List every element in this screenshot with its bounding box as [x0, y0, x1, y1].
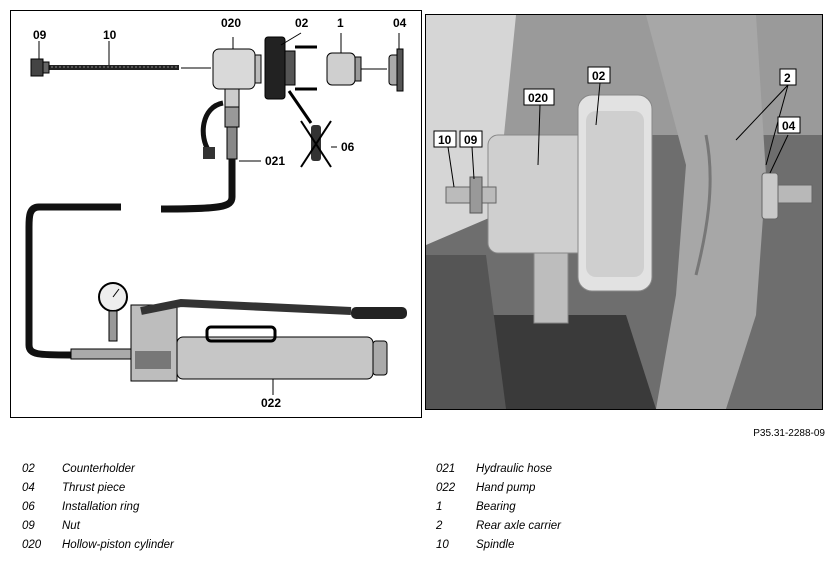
legend-label: Bearing: [476, 501, 516, 513]
photo-leader-2: [735, 84, 789, 141]
bearing-graphic: [326, 52, 362, 86]
callout-06: 06: [341, 140, 355, 154]
photo-leader-2b: [765, 84, 789, 166]
legend-label: Rear axle carrier: [476, 520, 561, 532]
installation-photo: 020 02 2 10 09 04: [425, 14, 823, 410]
legend-item: 06 Installation ring: [22, 498, 174, 517]
callout-09: 09: [33, 28, 47, 42]
legend-key: 2: [436, 520, 443, 532]
photo-leader-10: [447, 146, 455, 188]
legend-key: 020: [22, 539, 42, 551]
legend-item: 1 Bearing: [436, 498, 561, 517]
rear-axle-carrier-photo: [646, 15, 766, 409]
legend-label: Counterholder: [62, 463, 135, 475]
photo-leader-02: [595, 82, 601, 126]
callout-1: 1: [337, 16, 344, 30]
photo-callout-02-box: 02: [587, 66, 611, 84]
legend-label: Hollow-piston cylinder: [62, 539, 174, 551]
spindle-graphic: [41, 65, 179, 70]
legend-key: 09: [22, 520, 35, 532]
legend-item: 021 Hydraulic hose: [436, 460, 561, 479]
legend-item: 02 Counterholder: [22, 460, 174, 479]
legend-label: Installation ring: [62, 501, 140, 513]
tool-exploded-drawing: 09 10 020 02 1 04 06 021 022: [10, 10, 422, 418]
photo-callout-10: 10: [438, 133, 452, 147]
legend-label: Spindle: [476, 539, 515, 551]
legend-item: 022 Hand pump: [436, 479, 561, 498]
legend-key: 1: [436, 501, 443, 513]
callout-022: 022: [261, 396, 281, 410]
photo-callout-09: 09: [464, 133, 478, 147]
hollow-piston-cylinder-photo: [487, 134, 589, 324]
legend-key: 022: [436, 482, 456, 494]
hand-pump-graphic: [70, 282, 407, 382]
counterholder-graphic: [264, 36, 317, 100]
photo-callout-2-box: 2: [779, 68, 797, 86]
thrust-piece-photo: [761, 172, 813, 220]
legend-key: 10: [436, 539, 449, 551]
hydraulic-hose-graphic: [25, 100, 240, 359]
callout-021: 021: [265, 154, 285, 168]
legend-key: 04: [22, 482, 35, 494]
legend-key: 06: [22, 501, 35, 513]
hollow-piston-cylinder-graphic: [212, 48, 262, 110]
photo-callout-2: 2: [784, 71, 791, 85]
photo-callout-04: 04: [782, 119, 796, 133]
photo-leader-020: [537, 104, 541, 166]
spindle-photo: [445, 176, 497, 214]
legend-item: 04 Thrust piece: [22, 479, 174, 498]
photo-callout-09-box: 09: [459, 130, 483, 148]
legend-label: Hand pump: [476, 482, 536, 494]
legend-label: Thrust piece: [62, 482, 126, 494]
legend-item: 2 Rear axle carrier: [436, 517, 561, 536]
callout-04: 04: [393, 16, 407, 30]
photo-callout-10-box: 10: [433, 130, 457, 148]
callout-10: 10: [103, 28, 117, 42]
legend-key: 02: [22, 463, 35, 475]
legend-item: 10 Spindle: [436, 536, 561, 555]
photo-callout-020-box: 020: [523, 88, 555, 106]
photo-callout-02: 02: [592, 69, 606, 83]
callout-020: 020: [221, 16, 241, 30]
leader-02: [280, 32, 302, 46]
nut-graphic: [30, 58, 50, 77]
leader-06-arrow: [287, 90, 313, 124]
thrust-piece-graphic: [388, 48, 404, 92]
callout-02: 02: [295, 16, 309, 30]
legend-item: 020 Hollow-piston cylinder: [22, 536, 174, 555]
counterholder-photo: [577, 94, 653, 292]
photo-leader-04: [769, 134, 789, 174]
installation-ring-graphic: [300, 120, 332, 168]
photo-svg: 020 02 2 10 09 04: [426, 15, 822, 409]
photo-callout-020: 020: [528, 91, 548, 105]
legend-label: Nut: [62, 520, 80, 532]
legend-left-column: 02 Counterholder 04 Thrust piece 06 Install…: [22, 460, 174, 555]
figure-reference-code: P35.31-2288-09: [753, 428, 825, 439]
legend-key: 021: [436, 463, 456, 475]
legend-item: 09 Nut: [22, 517, 174, 536]
photo-callout-04-box: 04: [777, 116, 801, 134]
legend-label: Hydraulic hose: [476, 463, 553, 475]
tool-drawing-svg: 09 10 020 02 1 04 06 021 022: [25, 16, 407, 410]
photo-leader-09: [471, 146, 475, 180]
